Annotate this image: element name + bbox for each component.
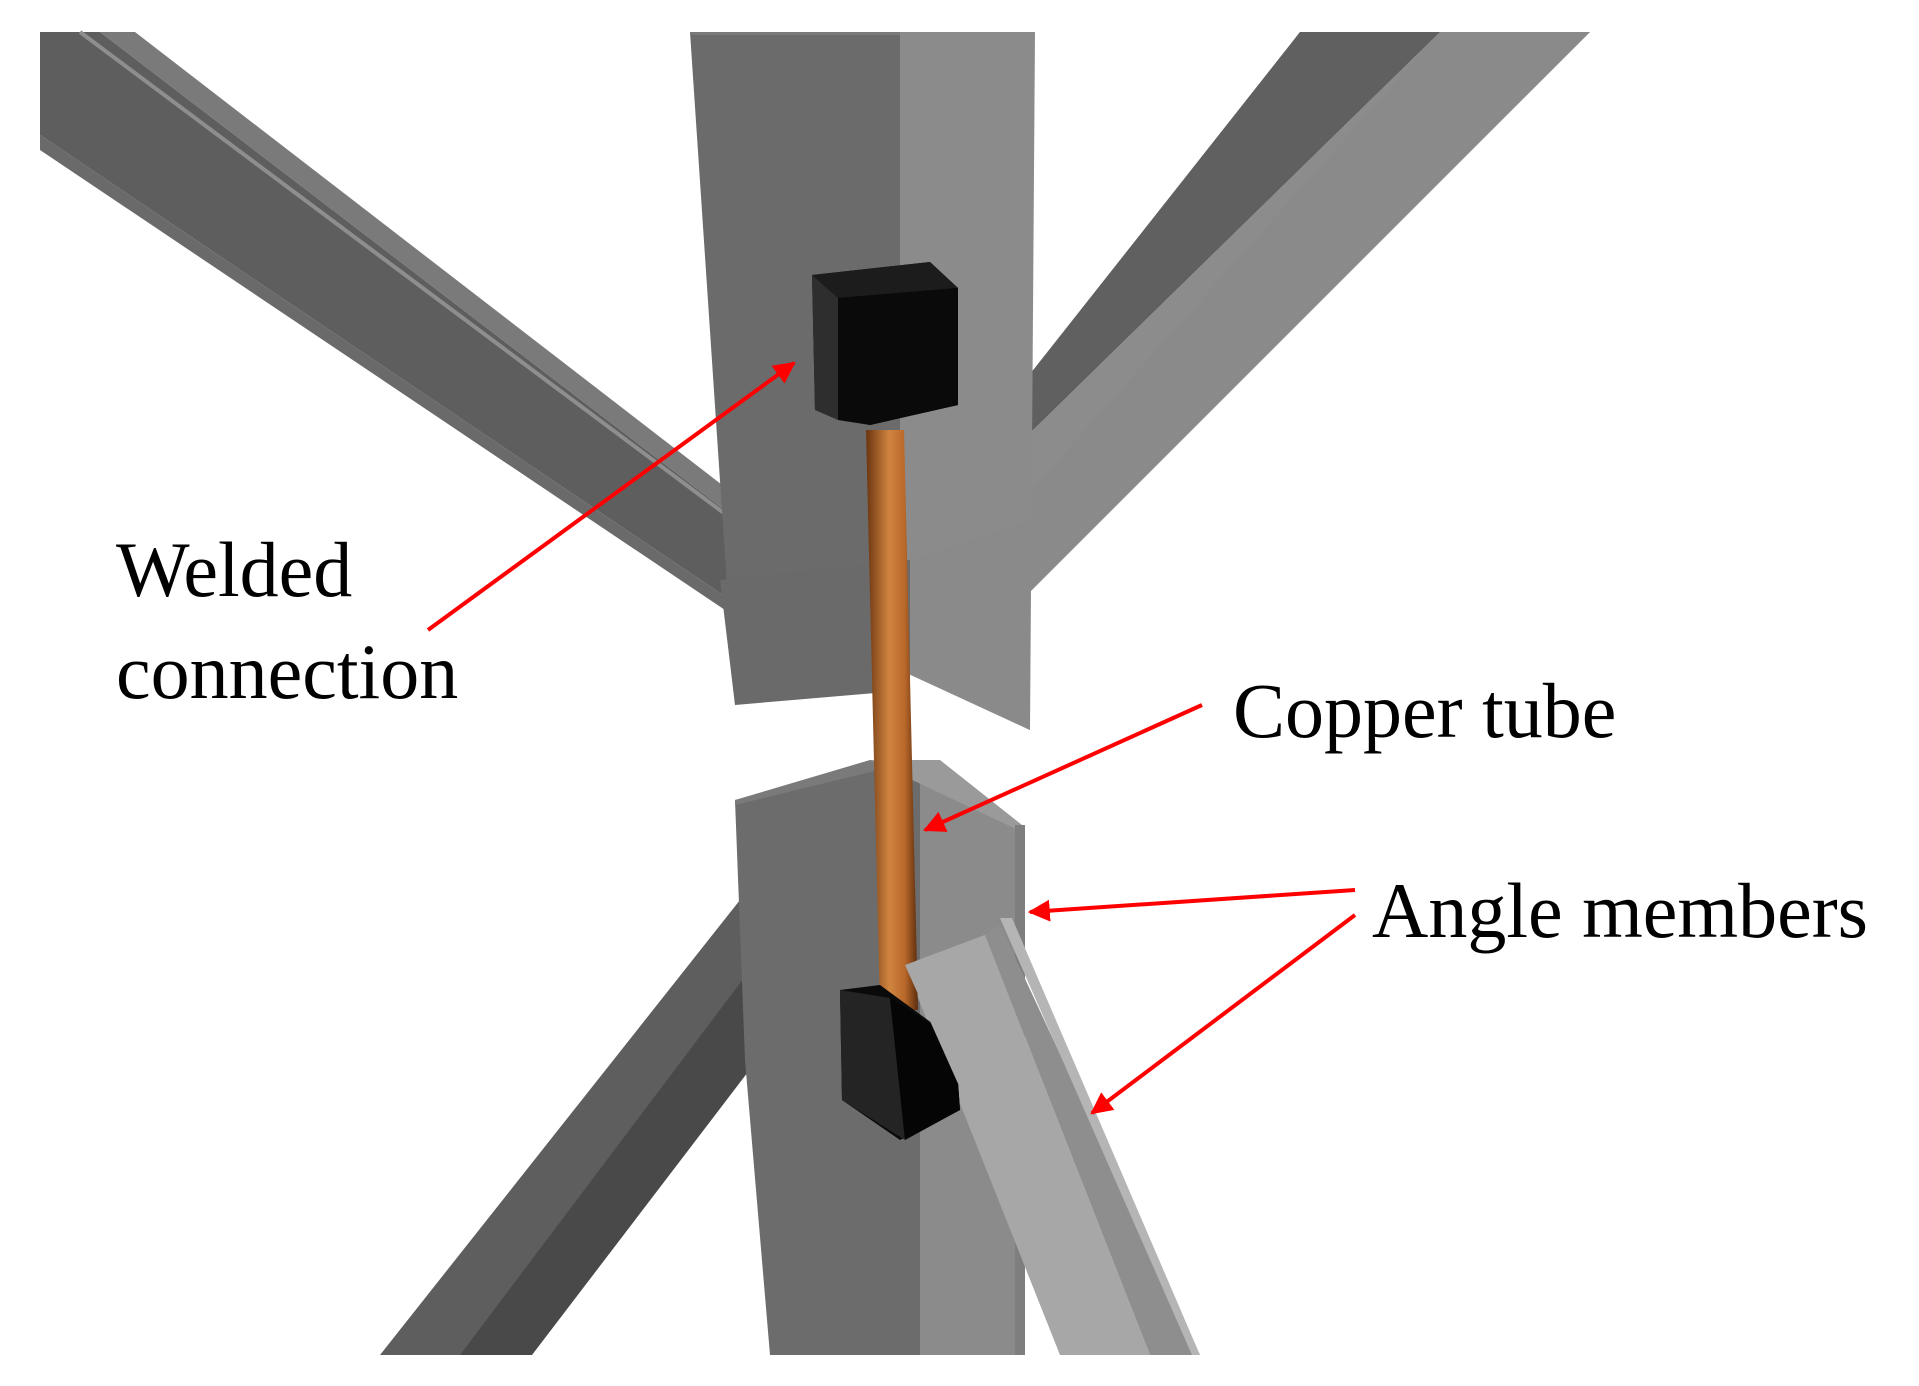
copper-tube [866, 430, 918, 1010]
lower-right-angle-member-front [905, 935, 1080, 1200]
annotation-arrows [426, 361, 1357, 1115]
red-arrow-icon [1027, 888, 1356, 922]
welded-connection-label-line1: Welded [116, 526, 352, 613]
red-arrow-icon [426, 361, 796, 632]
lower-left-angle-member [380, 900, 822, 1355]
angle-members-label: Angle members [1372, 867, 1868, 954]
upper-welded-block [812, 262, 958, 425]
red-arrow-icon [922, 703, 1203, 832]
copper-tube-label: Copper tube [1233, 667, 1616, 754]
red-arrow-icon [1090, 913, 1357, 1115]
upper-main-column [690, 32, 1035, 730]
welded-connection-label-line2: connection [116, 628, 458, 715]
upper-left-angle-member [40, 30, 800, 620]
upper-right-angle-member [895, 32, 1590, 615]
